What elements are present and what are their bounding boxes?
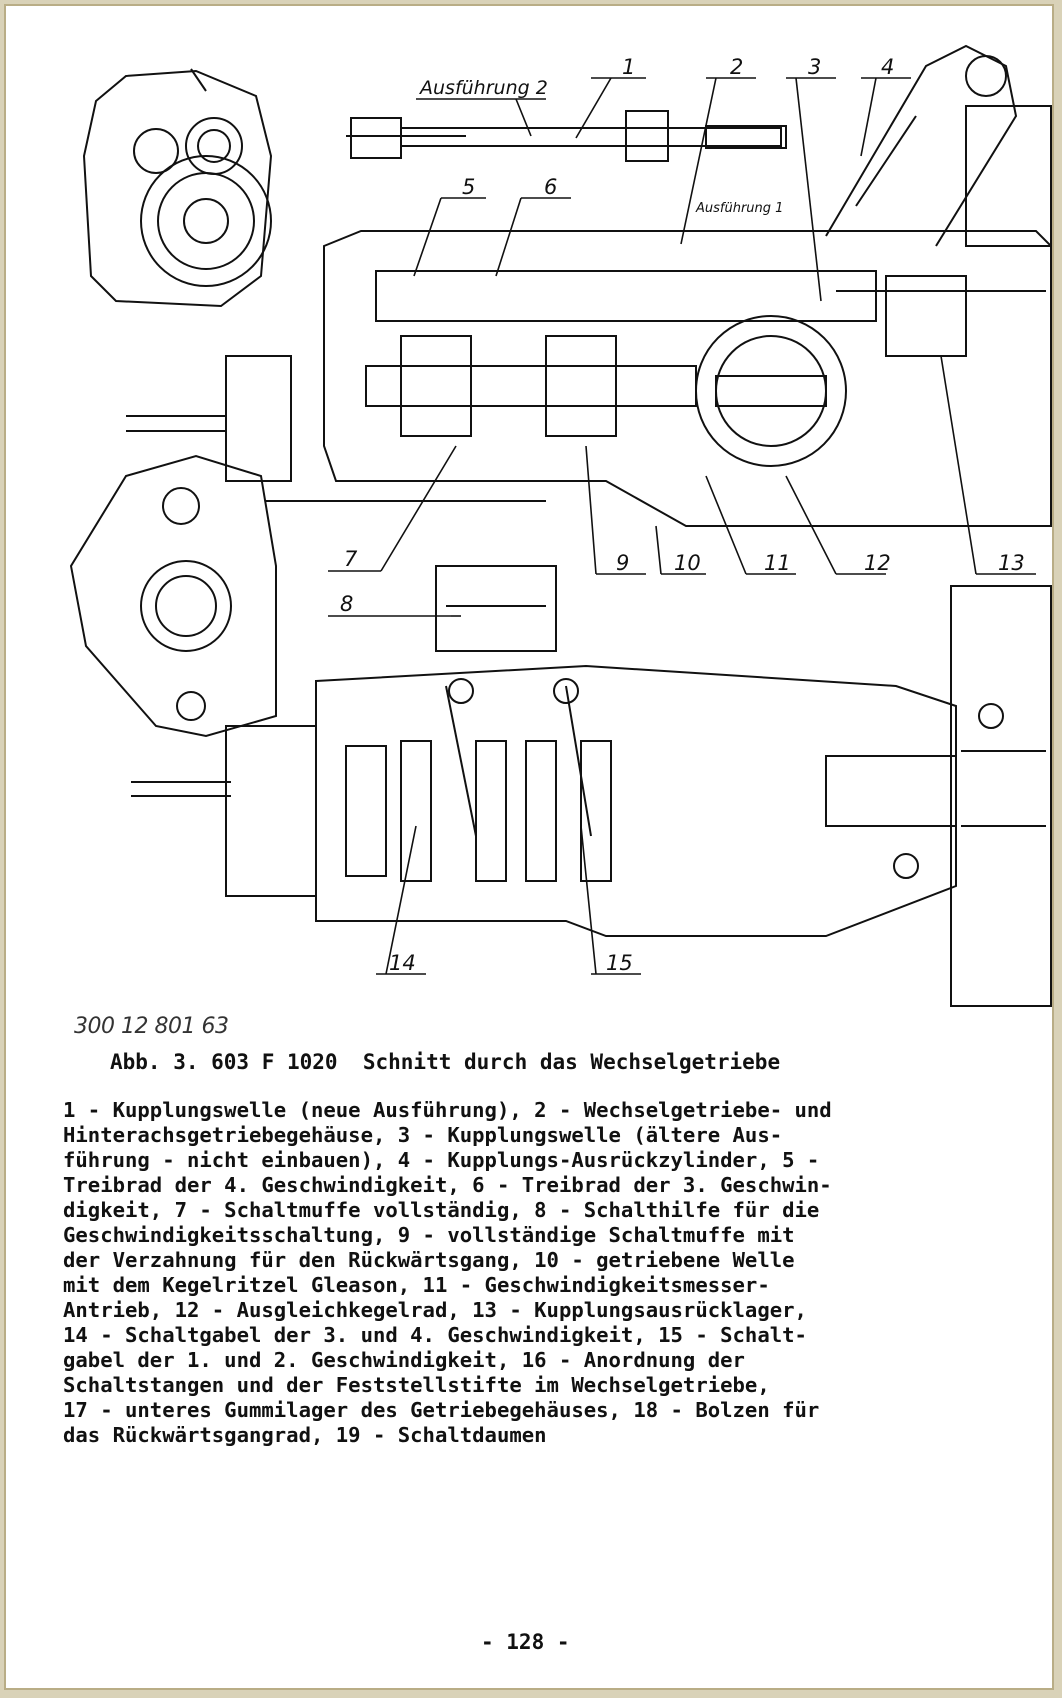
ausfuehrung-1-label: Ausführung 1 [695, 201, 783, 216]
legend-line: 1 - Kupplungswelle (neue Ausführung), 2 … [63, 1098, 832, 1122]
legend-line: Treibrad der 4. Geschwindigkeit, 6 - Tre… [63, 1173, 832, 1197]
legend-line: 17 - unteres Gummilager des Getriebegehä… [63, 1398, 820, 1422]
callout-1: 1 [622, 55, 635, 79]
callout-6: 6 [544, 175, 557, 199]
ausfuehrung-2-label: Ausführung 2 [418, 77, 548, 99]
callout-9: 9 [616, 551, 629, 575]
legend-line: mit dem Kegelritzel Gleason, 11 - Geschw… [63, 1273, 770, 1297]
legend-line: Antrieb, 12 - Ausgleichkegelrad, 13 - Ku… [63, 1298, 807, 1322]
callout-13: 13 [998, 551, 1025, 575]
legend-line: 14 - Schaltgabel der 3. und 4. Geschwind… [63, 1323, 807, 1347]
legend-line: Schaltstangen und der Feststellstifte im… [63, 1373, 770, 1397]
ausfuehrung-2-leader [515, 98, 532, 137]
callout-4: 4 [881, 55, 894, 79]
legend-line: gabel der 1. und 2. Geschwindigkeit, 16 … [63, 1348, 745, 1372]
figure-caption: Abb. 3. 603 F 1020 Schnitt durch das Wec… [110, 1050, 781, 1074]
callout-8: 8 [340, 592, 353, 616]
legend-line: Geschwindigkeitsschaltung, 9 - vollständ… [63, 1223, 795, 1247]
callout-12: 12 [864, 551, 891, 575]
callout-15: 15 [606, 951, 633, 975]
callout-3: 3 [808, 55, 821, 79]
legend-line: das Rückwärtsgangrad, 19 - Schaltdaumen [63, 1423, 547, 1447]
figure-legend: 1 - Kupplungswelle (neue Ausführung), 2 … [63, 1098, 1023, 1448]
legend-line: führung - nicht einbauen), 4 - Kupplungs… [63, 1148, 820, 1172]
page-number: - 128 - [481, 1630, 570, 1654]
callout-7: 7 [344, 547, 358, 571]
transmission-section-drawing: Ausführung 2 Ausführung 1 1 2 3 4 5 6 7 … [69, 44, 1052, 1007]
leader-lines [328, 77, 1036, 975]
callout-10: 10 [674, 551, 701, 575]
callout-2: 2 [730, 55, 743, 79]
drawing-number: 300 12 801 63 [74, 1014, 229, 1039]
callout-5: 5 [462, 175, 475, 199]
callout-14: 14 [389, 951, 416, 975]
callout-11: 11 [764, 551, 791, 575]
page: Ausführung 2 Ausführung 1 1 2 3 4 5 6 7 … [4, 4, 1054, 1690]
legend-line: der Verzahnung für den Rückwärtsgang, 10… [63, 1248, 795, 1272]
legend-line: digkeit, 7 - Schaltmuffe vollständig, 8 … [63, 1198, 820, 1222]
legend-line: Hinterachsgetriebegehäuse, 3 - Kupplungs… [63, 1123, 783, 1147]
technical-drawing-lines [69, 44, 1052, 1007]
